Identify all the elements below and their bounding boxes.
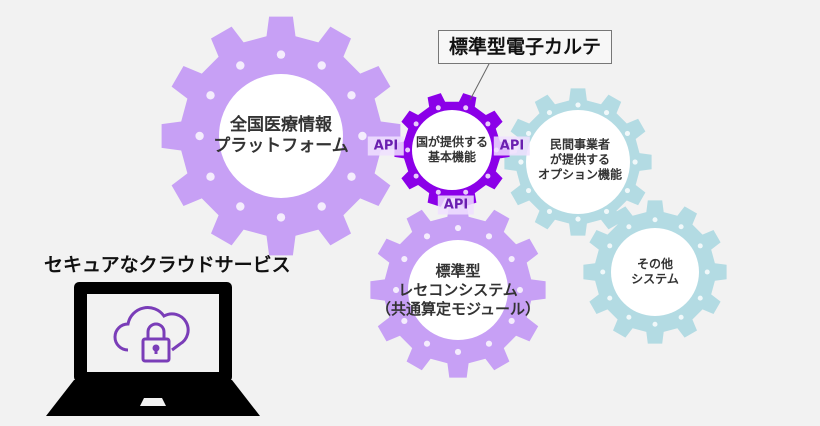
gear-hole <box>206 172 215 181</box>
gear-hole <box>485 340 493 347</box>
gear-label-basic-functions: 国が提供する基本機能 <box>416 135 488 165</box>
gear-hole <box>454 224 462 232</box>
gear-hole <box>276 50 286 59</box>
gear-hole <box>347 91 356 100</box>
gear-hole <box>423 340 431 347</box>
gear-label-line: その他 <box>636 257 674 271</box>
gear-label-national-platform: 全国医療情報プラットフォーム <box>213 115 349 158</box>
gear-hole <box>347 172 356 181</box>
gear-hole <box>206 91 215 100</box>
callout-leader-line <box>469 61 491 101</box>
gear-hole <box>236 61 245 70</box>
gear-label-line: プラットフォーム <box>213 136 349 156</box>
gear-hole <box>485 173 491 179</box>
gear-hole <box>575 102 581 108</box>
gear-hole <box>697 243 703 249</box>
gear-label-line: レセコンシステム <box>398 280 518 299</box>
gear-hole <box>607 295 613 301</box>
api-label-options: API <box>493 136 531 156</box>
api-label-receipt: API <box>437 195 475 215</box>
gear-hole <box>195 131 204 141</box>
gear-label-line: オプション機能 <box>537 167 623 182</box>
gear-hole <box>508 255 515 263</box>
gear-hole <box>624 130 631 137</box>
gear-hole <box>435 105 441 111</box>
gear-hole <box>463 105 469 111</box>
gear-hole <box>317 202 326 211</box>
standard-ehr-callout: 標準型電子カルテ <box>438 30 612 64</box>
gear-center-basic-functions <box>412 110 492 190</box>
gear-hole <box>546 109 553 116</box>
gear-label-other-systems: その他システム <box>631 257 679 287</box>
gear-hole <box>697 295 703 301</box>
gear-hole <box>607 243 613 249</box>
gear-hole <box>600 269 606 275</box>
gear-hole <box>358 131 367 141</box>
gear-hole <box>704 269 710 275</box>
gear-hole <box>626 224 632 230</box>
gear-hole <box>518 159 524 165</box>
gear-hole <box>678 224 684 230</box>
gear-hole <box>575 216 581 222</box>
gear-hole <box>401 255 408 263</box>
cloud-lock-icon <box>113 306 190 363</box>
gear-hole <box>317 61 326 70</box>
gear-label-line: （共通算定モジュール） <box>376 299 540 318</box>
gear-hole <box>626 314 632 320</box>
gear-hole <box>463 189 469 195</box>
gear-label-line: が提供する <box>549 152 611 167</box>
gear-label-line: 国が提供する <box>415 135 489 149</box>
gear-hole <box>603 109 610 116</box>
api-label-platform: API <box>367 136 405 156</box>
gear-hole <box>525 130 532 137</box>
gear-hole <box>485 121 491 127</box>
gear-hole <box>401 317 408 325</box>
gear-hole <box>236 202 245 211</box>
gear-hole <box>392 286 400 294</box>
gear-hole <box>516 286 524 294</box>
gear-hole <box>603 208 610 215</box>
gear-center-private-options <box>526 110 630 214</box>
gear-label-receipt-computer: 標準型レセコンシステム（共通算定モジュール） <box>376 262 540 318</box>
gear-hole <box>652 321 658 327</box>
gear-hole <box>413 173 419 179</box>
gear-center-national-platform <box>219 74 343 198</box>
cloud-service-title: セキュアなクラウドサービス <box>44 254 291 276</box>
gear-center-other-systems <box>611 228 699 316</box>
gear-label-line: 基本機能 <box>427 150 477 164</box>
gear-hole <box>508 317 515 325</box>
gear-hole <box>632 159 638 165</box>
gear-hole <box>276 213 286 222</box>
gear-label-line: 民間事業者 <box>549 137 611 152</box>
gear-label-line: 標準型 <box>435 261 481 280</box>
gear-hole <box>652 217 658 223</box>
gear-hole <box>546 208 553 215</box>
gear-hole <box>624 187 631 194</box>
gear-hole <box>435 189 441 195</box>
gear-hole <box>454 348 462 356</box>
gear-label-private-options: 民間事業者が提供するオプション機能 <box>538 138 622 183</box>
gear-hole <box>485 233 493 240</box>
gear-hole <box>525 187 532 194</box>
gear-center-receipt-computer <box>408 240 508 340</box>
gear-hole <box>413 121 419 127</box>
laptop-icon <box>46 282 260 416</box>
gear-hole <box>678 314 684 320</box>
gear-label-line: システム <box>631 272 679 286</box>
gear-label-line: 全国医療情報 <box>230 114 332 135</box>
gear-hole <box>405 147 411 153</box>
gear-hole <box>423 233 431 240</box>
